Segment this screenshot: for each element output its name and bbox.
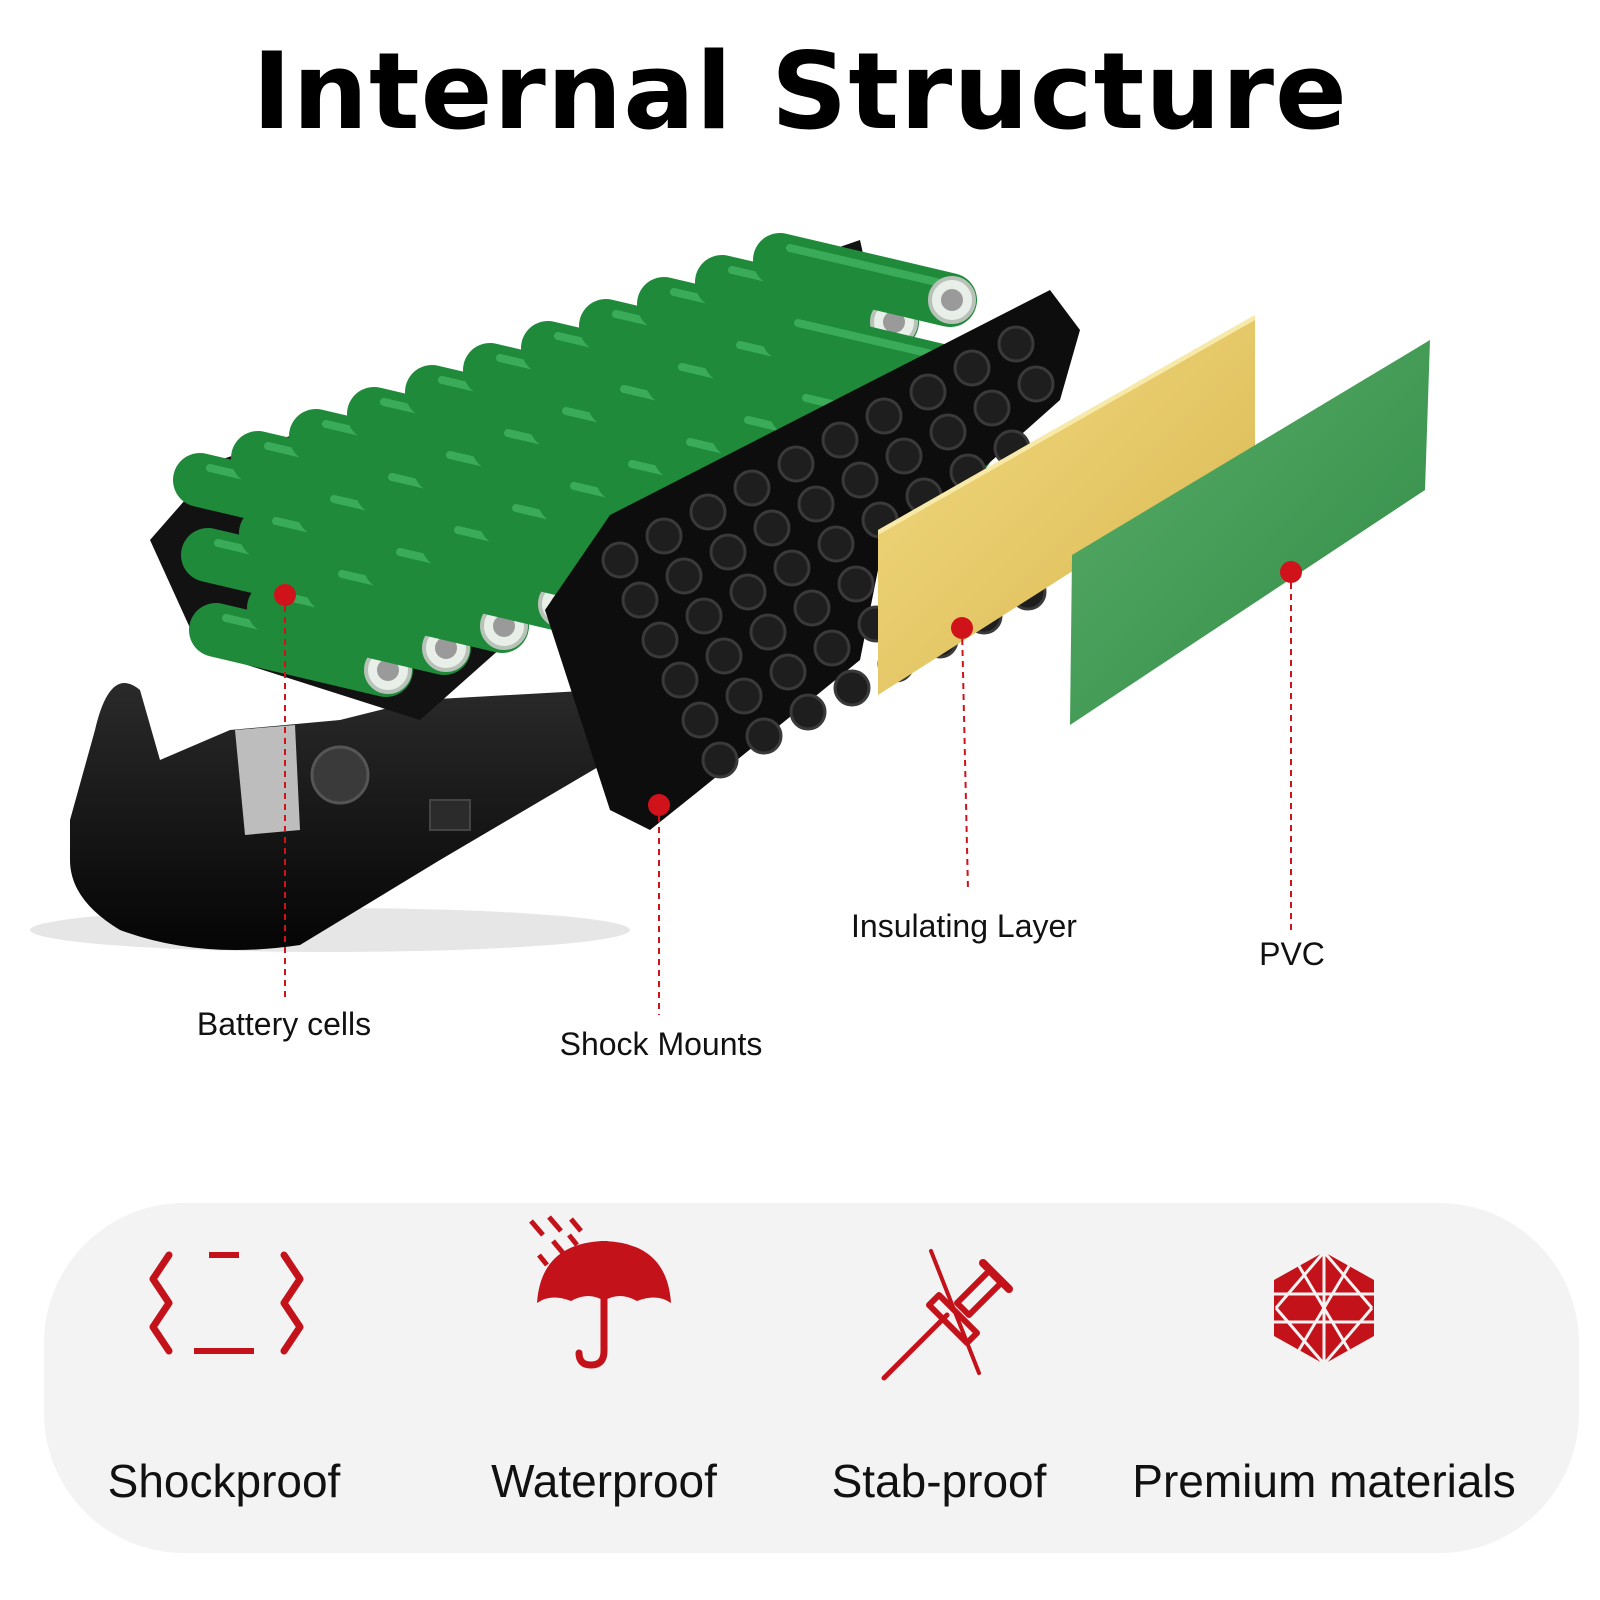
shock-mount-pocket [1017,365,1055,403]
feature-waterproof: Waterproof [439,1203,769,1553]
shock-mounts-dot [648,794,670,816]
battery-casing [70,683,610,950]
shock-mount-pocket [689,493,727,531]
shockproof-icon [149,1251,304,1355]
shock-mount-pocket [685,597,723,635]
callout-shock-mounts: Shock Mounts [559,1026,763,1062]
shock-mount-pocket [929,413,967,451]
battery-cell [753,233,977,327]
shock-mount-pocket [709,533,747,571]
shock-mount-pocket [797,485,835,523]
insulating-layer-leader [961,627,969,891]
battery-cells-dot [274,584,296,606]
insulating-layer-edge [878,315,1255,535]
feature-label-shockproof: Shockproof [107,1455,341,1507]
shock-mount-pocket [777,445,815,483]
casing-connector [235,725,300,835]
shock-mount-pocket [773,549,811,587]
umbrella-icon [529,1215,671,1369]
pvc-dot [1280,561,1302,583]
pushpin-icon [881,1249,1013,1381]
shock-mount-pocket [729,573,767,611]
shock-mount-pocket [745,717,783,755]
shock-mount-pocket [601,541,639,579]
insulating-layer [878,315,1255,695]
shock-mount-pocket [821,421,859,459]
shock-mount-pocket [769,653,807,691]
callout-pvc: PVC [1259,936,1325,972]
feature-label-premium-materials: Premium materials [1132,1455,1516,1507]
feature-shockproof: Shockproof [64,1203,384,1553]
shock-mount-pocket [973,389,1011,427]
hexagon-mesh-icon [1274,1251,1374,1365]
shock-mount-pocket [841,461,879,499]
shock-mount-pocket [733,469,771,507]
shock-mount-pocket [665,557,703,595]
page-title: Internal Structure [252,30,1348,153]
battery-exploded-diagram [30,233,1430,1015]
shock-mount-pocket [837,565,875,603]
features-panel: Shockproof Waterproof Stab-proof [44,1203,1579,1553]
casing-lock [310,745,370,805]
feature-label-waterproof: Waterproof [491,1455,717,1507]
shock-mount-pocket [789,693,827,731]
feature-premium-materials: Premium materials [1124,1203,1524,1553]
shock-mount-pocket [681,701,719,739]
shock-mount-pocket [661,661,699,699]
shock-mount-pocket [793,589,831,627]
feature-stab-proof: Stab-proof [779,1203,1099,1553]
shock-mount-pocket [833,669,871,707]
shock-mount-pocket [909,373,947,411]
shock-mount-pocket [753,509,791,547]
shock-mount-pocket [705,637,743,675]
shock-mount-pocket [749,613,787,651]
shock-mount-pocket [885,437,923,475]
shock-mount-pocket [621,581,659,619]
shock-mount-pocket [865,397,903,435]
shock-mount-pocket [641,621,679,659]
callout-battery-cells: Battery cells [196,1006,372,1042]
pvc-sheet [1070,340,1430,725]
insulating-layer-dot [951,617,973,639]
shock-mount-pocket [817,525,855,563]
shock-mount-pocket [813,629,851,667]
feature-label-stab-proof: Stab-proof [831,1455,1047,1507]
shock-mount-pocket [645,517,683,555]
shock-mount-pocket [953,349,991,387]
shock-mount-pocket [725,677,763,715]
callout-insulating-layer: Insulating Layer [851,908,1077,944]
casing-port [429,799,471,831]
shock-mount-pocket [997,325,1035,363]
shock-mount-pocket [701,741,739,779]
